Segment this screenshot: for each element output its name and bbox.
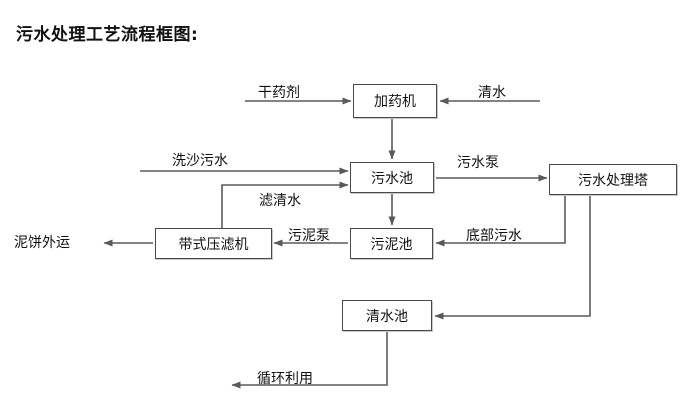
node-sludge-pool[interactable]: 污泥池 xyxy=(350,228,433,259)
edge-label-bottom-sewage: 底部污水 xyxy=(466,228,522,244)
edge-label-sewage-pump: 污水泵 xyxy=(457,155,499,171)
edge-label-recycle-use: 循环利用 xyxy=(257,371,313,387)
node-label: 清水池 xyxy=(366,308,408,325)
node-belt-press[interactable]: 带式压滤机 xyxy=(155,228,272,259)
edge-label-dry-agent: 干药剂 xyxy=(258,85,300,101)
wire-filtrate-to-sewage-pool xyxy=(221,181,349,228)
edge-label-filtrate-water: 滤清水 xyxy=(259,193,301,209)
node-label: 污泥池 xyxy=(370,236,413,253)
edge-label-sand-wash-water: 洗沙污水 xyxy=(172,153,228,169)
page-title: 污水处理工艺流程框图: xyxy=(16,25,199,45)
terminal-label-mud-cake-out: 泥饼外运 xyxy=(14,235,70,251)
edge-label-clean-water-in: 清水 xyxy=(478,85,506,101)
node-label: 带式压滤机 xyxy=(178,236,249,253)
node-clean-pool[interactable]: 清水池 xyxy=(342,300,432,331)
wire-tower-to-sludge-pool xyxy=(435,195,566,247)
node-dosing-machine[interactable]: 加药机 xyxy=(353,84,437,118)
edge-label-sludge-pump: 污泥泵 xyxy=(288,228,330,244)
node-label: 加药机 xyxy=(374,94,416,110)
node-label: 污水池 xyxy=(371,170,413,187)
node-treatment-tower[interactable]: 污水处理塔 xyxy=(549,164,677,195)
node-label: 污水处理塔 xyxy=(578,172,648,189)
wire-tower-to-clean-pool xyxy=(434,195,591,320)
wire-clean-pool-to-recycle xyxy=(231,331,388,389)
node-sewage-pool[interactable]: 污水池 xyxy=(350,162,434,193)
